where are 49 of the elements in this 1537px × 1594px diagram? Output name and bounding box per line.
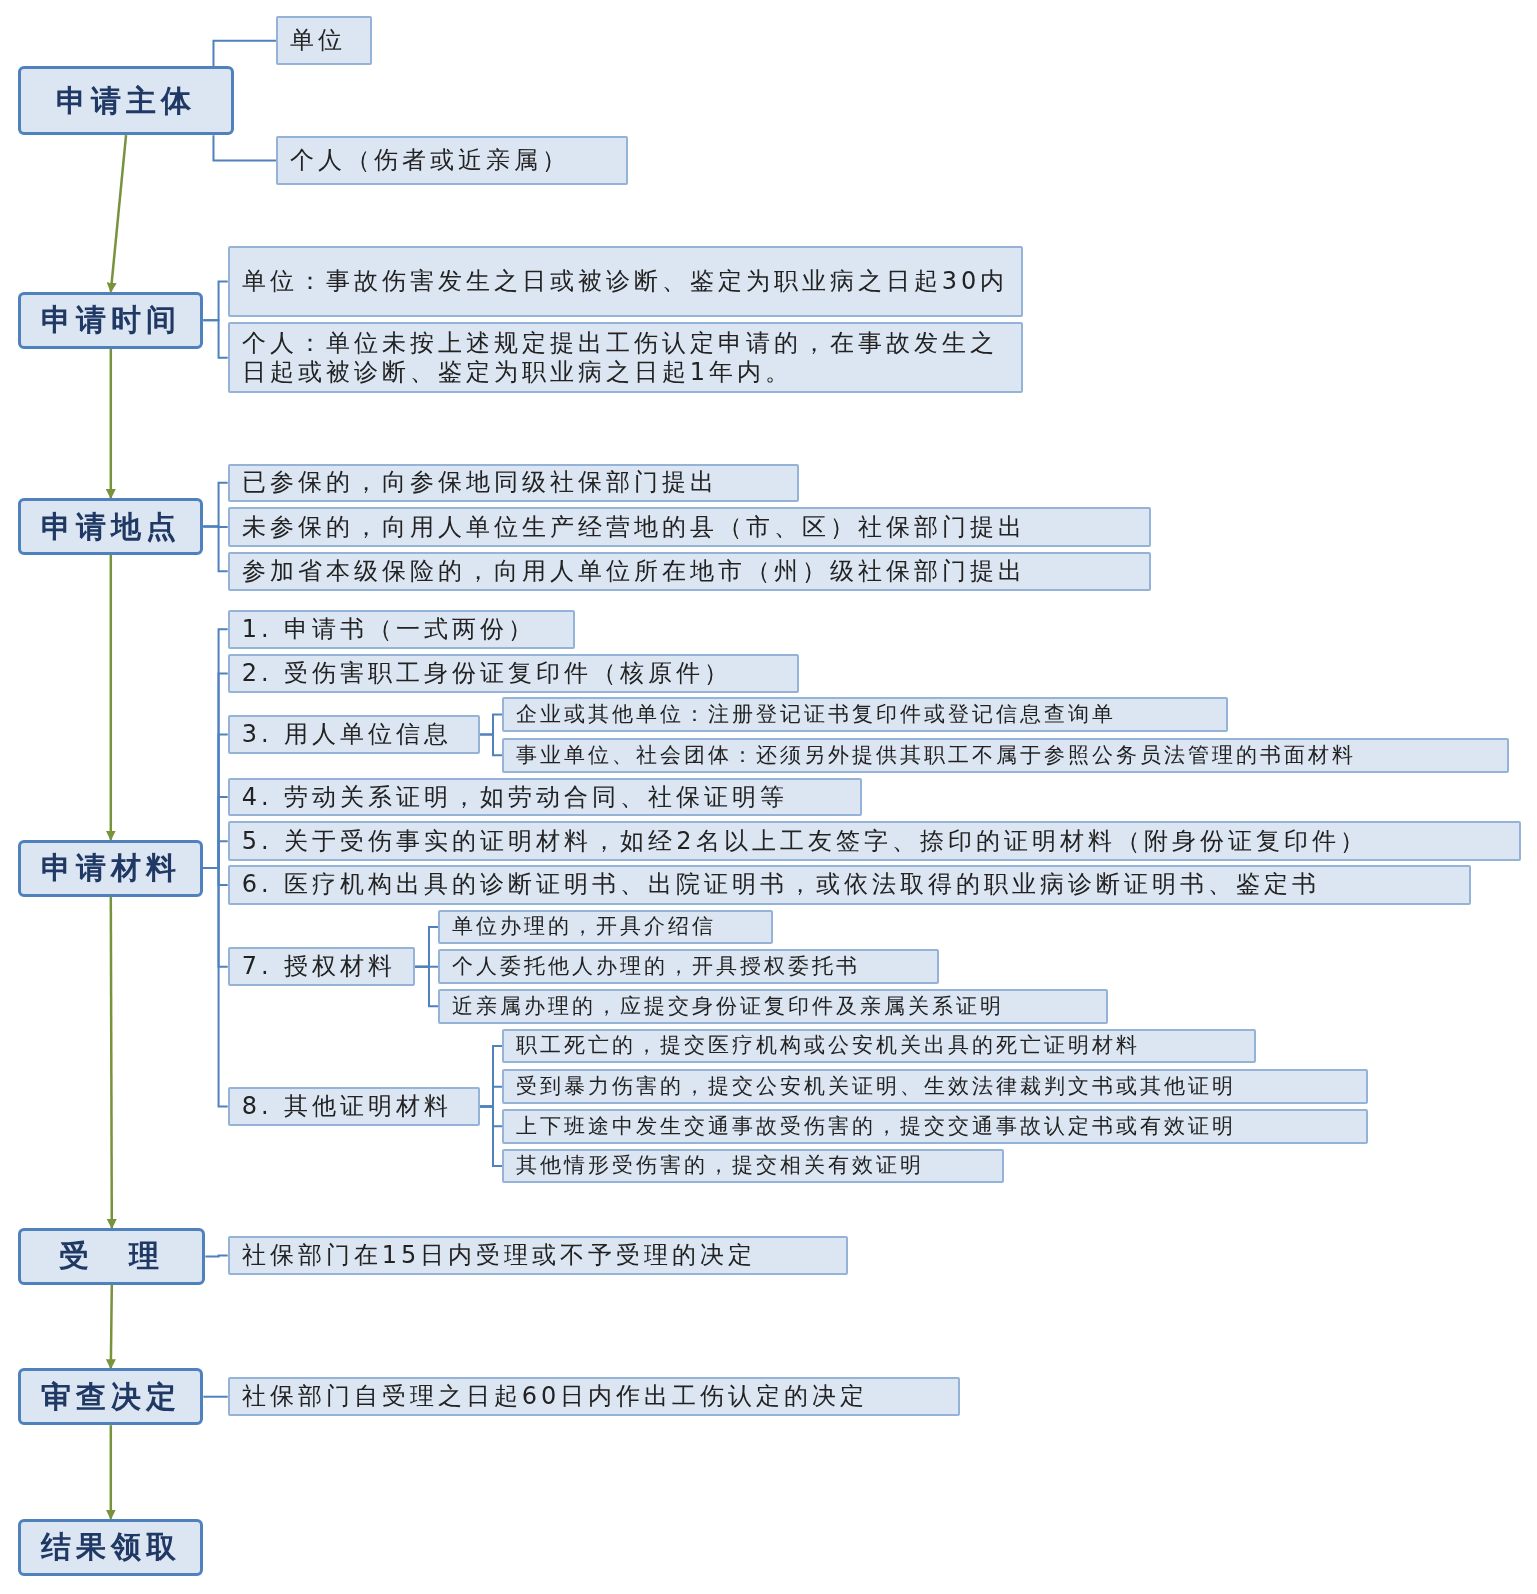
detail-box: 职工死亡的，提交医疗机构或公安机关出具的死亡证明材料 — [502, 1028, 1257, 1064]
step-box: 申请地点 — [18, 498, 204, 555]
info-box: 8. 其他证明材料 — [227, 1086, 480, 1127]
flow-arrow — [105, 1425, 116, 1520]
connector-line — [212, 134, 278, 162]
info-box: 7. 授权材料 — [227, 947, 415, 987]
detail-box: 事业单位、社会团体：还须另外提供其职工不属于参照公务员法管理的书面材料 — [502, 738, 1509, 773]
connector-line — [202, 319, 229, 359]
flow-arrow — [105, 348, 116, 500]
info-box: 1. 申请书（一式两份） — [227, 609, 576, 649]
detail-box: 其他情形受伤害的，提交相关有效证明 — [502, 1148, 1005, 1184]
connector-line — [212, 39, 278, 68]
detail-box: 受到暴力伤害的，提交公安机关证明、生效法律裁判文书或其他证明 — [502, 1069, 1369, 1104]
detail-box: 近亲属办理的，应提交身份证复印件及亲属关系证明 — [438, 989, 1108, 1024]
flow-arrow — [105, 555, 116, 841]
detail-box: 单位办理的，开具介绍信 — [438, 909, 773, 945]
info-box: 已参保的，向参保地同级社保部门提出 — [227, 463, 799, 503]
info-box: 6. 医疗机构出具的诊断证明书、出院证明书，或依法取得的职业病诊断证明书、鉴定书 — [227, 865, 1471, 905]
step-box: 申请材料 — [18, 839, 204, 897]
step-box: 受 理 — [18, 1227, 206, 1285]
info-box: 未参保的，向用人单位生产经营地的县（市、区）社保部门提出 — [227, 507, 1151, 547]
flow-arrow — [106, 896, 117, 1229]
info-box: 个人（伤者或近亲属） — [276, 136, 629, 185]
flow-arrow — [105, 1284, 116, 1370]
connector-line — [413, 965, 440, 1008]
connector-line — [204, 1254, 229, 1258]
flow-arrow — [106, 135, 128, 293]
connector-line — [478, 733, 504, 757]
connector-line — [478, 1105, 504, 1167]
step-box: 结果领取 — [18, 1518, 204, 1576]
step-box: 审查决定 — [18, 1368, 204, 1426]
info-box: 3. 用人单位信息 — [227, 714, 480, 755]
info-box: 5. 关于受伤事实的证明材料，如经2名以上工友签字、捺印的证明材料（附身份证复印件） — [227, 821, 1521, 861]
info-box: 单位 — [276, 16, 373, 66]
info-box: 4. 劳动关系证明，如劳动合同、社保证明等 — [227, 777, 862, 817]
detail-box: 上下班途中发生交通事故受伤害的，提交交通事故认定书或有效证明 — [502, 1109, 1369, 1144]
info-box: 参加省本级保险的，向用人单位所在地市（州）级社保部门提出 — [227, 551, 1151, 591]
info-box: 社保部门自受理之日起60日内作出工伤认定的决定 — [227, 1377, 960, 1416]
step-box: 申请主体 — [18, 66, 234, 136]
info-box: 社保部门在15日内受理或不予受理的决定 — [227, 1236, 848, 1275]
info-box: 2. 受伤害职工身份证复印件（核原件） — [227, 653, 799, 694]
connector-line — [202, 525, 229, 573]
connector-line — [202, 867, 229, 1108]
info-box: 单位：事故伤害发生之日或被诊断、鉴定为职业病之日起30内 — [227, 246, 1023, 318]
info-box: 个人：单位未按上述规定提出工伤认定申请的，在事故发生之日起或被诊断、鉴定为职业病之日起1年内。 — [227, 322, 1023, 394]
step-box: 申请时间 — [18, 291, 204, 349]
detail-box: 个人委托他人办理的，开具授权委托书 — [438, 949, 940, 984]
connector-line — [202, 1395, 229, 1398]
detail-box: 企业或其他单位：注册登记证书复印件或登记信息查询单 — [502, 697, 1228, 732]
